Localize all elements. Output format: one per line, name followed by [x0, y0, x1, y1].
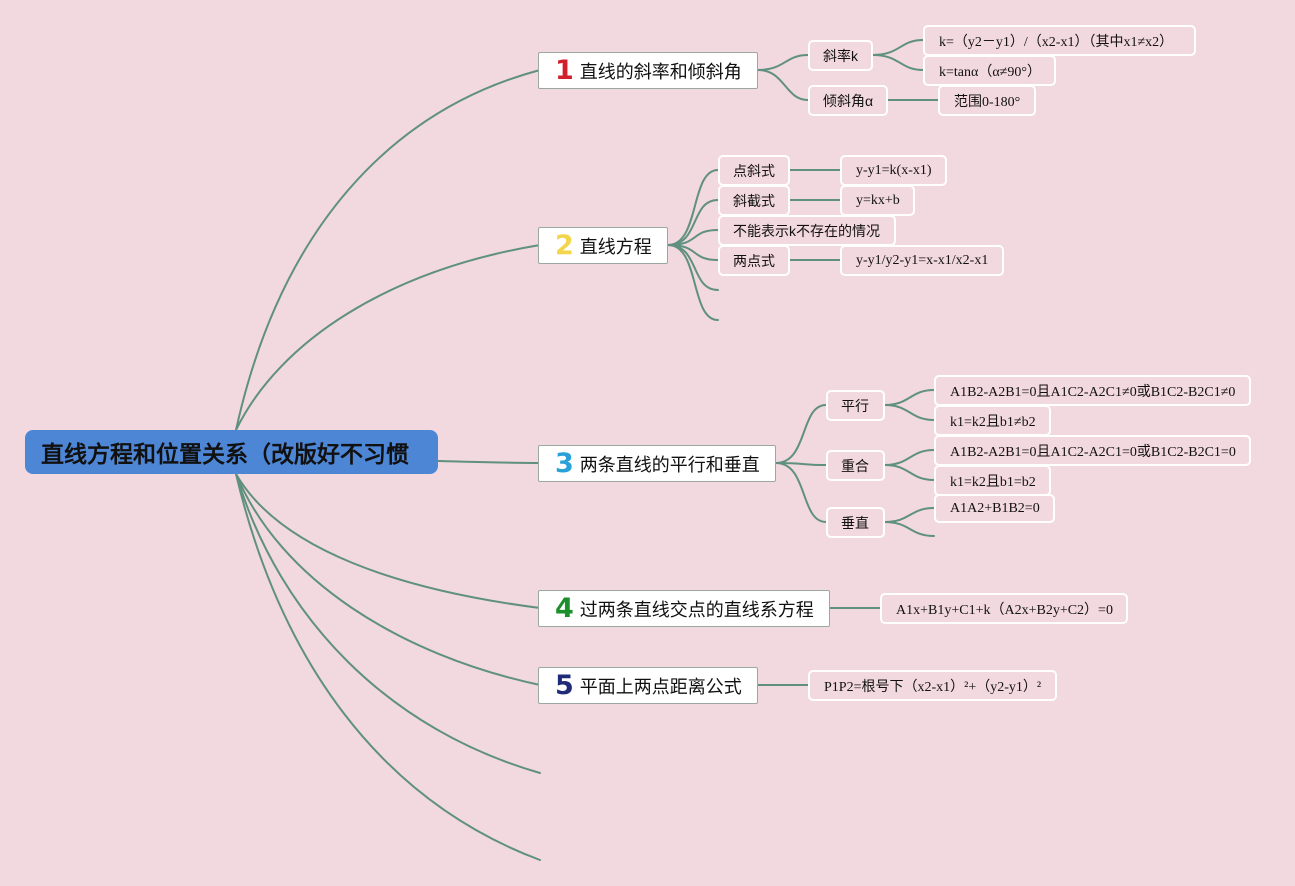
- topic-label: 直线方程: [579, 236, 652, 257]
- subtopic-label: 斜截式: [733, 192, 775, 209]
- leaf-distance[interactable]: P1P2=根号下（x2-x1）²+（y2-y1）²: [808, 670, 1057, 701]
- topic-slope-and-angle[interactable]: 1 直线的斜率和倾斜角: [538, 52, 758, 89]
- topic-number-5: 5: [555, 670, 574, 701]
- leaf-line-system[interactable]: A1x+B1y+C1+k（A2x+B2y+C2）=0: [880, 593, 1128, 624]
- subtopic-coincide[interactable]: 重合: [826, 450, 885, 481]
- subtopic-label: 垂直: [841, 514, 869, 531]
- subtopic-perpendicular[interactable]: 垂直: [826, 507, 885, 538]
- subtopic-point-slope[interactable]: 点斜式: [718, 155, 790, 186]
- topic-number-2: 2: [555, 230, 574, 261]
- edge-t1-angle: [757, 69, 809, 101]
- leaf-perp-cond[interactable]: A1A2+B1B2=0: [934, 494, 1055, 523]
- edge-coincide-cond1: [884, 449, 935, 466]
- leaf-slope-formula[interactable]: k=（y2－y1）/（x2-x1）（其中x1≠x2）: [923, 25, 1196, 56]
- topic-label: 两条直线的平行和垂直: [579, 454, 760, 475]
- leaf-label: k=tanα（α≠90°）: [939, 64, 1041, 80]
- leaf-coincide-cond2[interactable]: k1=k2且b1=b2: [934, 465, 1051, 496]
- leaf-label: k=（y2－y1）/（x2-x1）（其中x1≠x2）: [939, 34, 1174, 50]
- edge-t2-slope-intercept: [667, 199, 719, 246]
- topic-parallel-perpendicular[interactable]: 3 两条直线的平行和垂直: [538, 445, 776, 482]
- topic-label: 平面上两点距离公式: [579, 676, 742, 697]
- edge-perp-cond: [884, 507, 935, 523]
- edge-root-t2: [235, 244, 541, 431]
- edge-slope-formula: [872, 39, 924, 56]
- leaf-label: 范围0-180°: [954, 94, 1021, 110]
- edge-parallel-cond2: [884, 404, 935, 421]
- subtopic-label: 两点式: [733, 252, 775, 269]
- subtopic-two-point[interactable]: 两点式: [718, 245, 790, 276]
- subtopic-label: 斜率k: [823, 47, 858, 64]
- edge-root-t3: [437, 460, 541, 464]
- topic-label: 过两条直线交点的直线系方程: [579, 599, 814, 620]
- subtopic-angle[interactable]: 倾斜角α: [808, 85, 888, 116]
- subtopic-slope[interactable]: 斜率k: [808, 40, 873, 71]
- subtopic-slope-intercept[interactable]: 斜截式: [718, 185, 790, 216]
- leaf-label: A1A2+B1B2=0: [950, 500, 1040, 516]
- subtopic-label: 重合: [841, 457, 869, 474]
- topic-line-equations[interactable]: 2 直线方程: [538, 227, 668, 264]
- leaf-angle-range[interactable]: 范围0-180°: [938, 85, 1036, 116]
- leaf-label: y-y1/y2-y1=x-x1/x2-x1: [856, 252, 989, 268]
- edge-t3-coincide: [775, 462, 827, 466]
- subtopic-label: 倾斜角α: [823, 92, 874, 109]
- edge-perp-empty: [884, 521, 935, 537]
- topic-number-1: 1: [555, 55, 574, 86]
- root-topic[interactable]: 直线方程和位置关系（改版好不习惯: [25, 430, 438, 474]
- leaf-label: y=kx+b: [856, 192, 900, 208]
- subtopic-label: 不能表示k不存在的情况: [733, 222, 880, 239]
- leaf-label: A1B2-A2B1=0且A1C2-A2C1=0或B1C2-B2C1=0: [950, 444, 1236, 460]
- leaf-label: y-y1=k(x-x1): [856, 162, 932, 178]
- subtopic-label: 点斜式: [733, 162, 775, 179]
- edge-t2-empty-2: [667, 244, 719, 321]
- leaf-slope-intercept-eq[interactable]: y=kx+b: [840, 185, 915, 216]
- topic-distance-formula[interactable]: 5 平面上两点距离公式: [538, 667, 758, 704]
- edge-root-empty-1: [235, 473, 541, 774]
- edge-root-t1: [235, 69, 541, 431]
- edge-root-t5: [235, 473, 541, 686]
- topic-label: 直线的斜率和倾斜角: [579, 61, 742, 82]
- topic-line-system[interactable]: 4 过两条直线交点的直线系方程: [538, 590, 830, 627]
- topic-number-3: 3: [555, 448, 574, 479]
- leaf-label: k1=k2且b1≠b2: [950, 414, 1036, 430]
- leaf-two-point-eq[interactable]: y-y1/y2-y1=x-x1/x2-x1: [840, 245, 1004, 276]
- edge-slope-tan: [872, 54, 924, 71]
- leaf-parallel-cond2[interactable]: k1=k2且b1≠b2: [934, 405, 1051, 436]
- leaf-label: k1=k2且b1=b2: [950, 474, 1036, 490]
- leaf-point-slope-eq[interactable]: y-y1=k(x-x1): [840, 155, 947, 186]
- subtopic-parallel[interactable]: 平行: [826, 390, 885, 421]
- leaf-coincide-cond1[interactable]: A1B2-A2B1=0且A1C2-A2C1=0或B1C2-B2C1=0: [934, 435, 1251, 466]
- edge-parallel-cond1: [884, 389, 935, 406]
- edge-t3-parallel: [775, 404, 827, 464]
- subtopic-no-k[interactable]: 不能表示k不存在的情况: [718, 215, 896, 246]
- leaf-slope-tan[interactable]: k=tanα（α≠90°）: [923, 55, 1056, 86]
- topic-number-4: 4: [555, 593, 574, 624]
- edge-root-empty-2: [235, 473, 541, 861]
- leaf-label: A1x+B1y+C1+k（A2x+B2y+C2）=0: [896, 602, 1113, 618]
- edge-t3-perpendicular: [775, 462, 827, 523]
- edge-t1-slope: [757, 54, 809, 71]
- leaf-label: P1P2=根号下（x2-x1）²+（y2-y1）²: [824, 679, 1042, 695]
- root-topic-label: 直线方程和位置关系（改版好不习惯: [41, 441, 409, 467]
- leaf-parallel-cond1[interactable]: A1B2-A2B1=0且A1C2-A2C1≠0或B1C2-B2C1≠0: [934, 375, 1251, 406]
- subtopic-label: 平行: [841, 397, 869, 414]
- leaf-label: A1B2-A2B1=0且A1C2-A2C1≠0或B1C2-B2C1≠0: [950, 384, 1236, 400]
- edge-t2-point-slope: [667, 169, 719, 246]
- edge-coincide-cond2: [884, 464, 935, 481]
- edge-root-t4: [235, 473, 541, 609]
